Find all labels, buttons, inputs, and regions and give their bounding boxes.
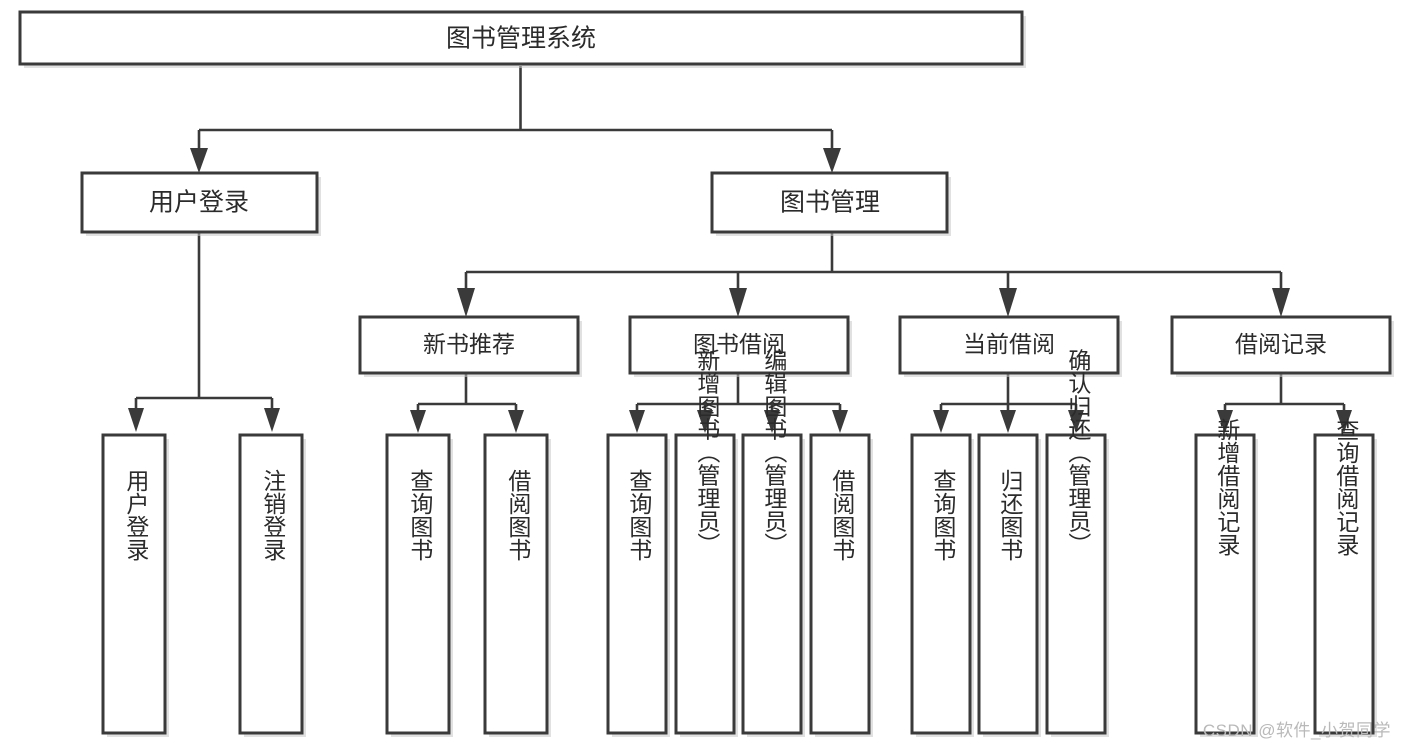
node-borrow-record-label: 借阅记录 <box>1235 331 1327 357</box>
leaf-newbook-query-book-label: 查询图书 <box>407 469 434 561</box>
node-current-borrow[interactable]: 当前借阅 <box>898 315 1122 377</box>
arrow-head-book-borrow <box>729 288 747 317</box>
leaf-bookborrow-edit-book[interactable]: 编辑图书（管理员） <box>741 349 805 738</box>
arrow-head-current-borrow <box>999 288 1017 317</box>
node-book-borrow-box <box>628 315 850 375</box>
arrow-head-borrow-record <box>1272 288 1290 317</box>
arrow-head-borrowrecord-leaf-1 <box>1217 410 1233 433</box>
leaf-logout-box <box>238 433 304 735</box>
node-book-borrow[interactable]: 图书借阅 <box>628 315 852 377</box>
arrow-head-borrowrecord-leaf-2 <box>1336 410 1352 433</box>
leaf-borrowrecord-add-record-box <box>1194 433 1256 735</box>
leaf-currentborrow-confirm-return-box <box>1045 433 1107 735</box>
node-book-manage[interactable]: 图书管理 <box>710 171 951 236</box>
leaf-bookborrow-borrow-book-box <box>809 433 871 735</box>
leaf-newbook-query-book[interactable]: 查询图书 <box>385 433 453 737</box>
arrow-head-book-manage <box>823 148 841 173</box>
leaf-bookborrow-query-book-label: 查询图书 <box>626 469 653 561</box>
node-user-login-label: 用户登录 <box>149 189 249 217</box>
node-user-login[interactable]: 用户登录 <box>80 171 321 236</box>
arrow-head-currentborrow-leaf-1 <box>933 410 949 433</box>
leaf-borrowrecord-add-record[interactable]: 新增借阅记录 <box>1194 418 1258 737</box>
arrow-head-user-login <box>190 148 208 173</box>
arrow-head-bookborrow-leaf-3 <box>764 410 780 433</box>
leaf-currentborrow-return-book-box <box>977 433 1039 735</box>
leaf-currentborrow-query-book[interactable]: 查询图书 <box>910 433 974 737</box>
connector-layer <box>128 66 1352 433</box>
arrow-head-leaf-user-login <box>128 408 144 432</box>
leaf-user-login-label: 用户登录 <box>123 469 150 561</box>
node-root-label: 图书管理系统 <box>446 25 596 53</box>
leaf-newbook-borrow-book-label: 借阅图书 <box>505 469 532 561</box>
leaf-currentborrow-confirm-return[interactable]: 确认归还（管理员） <box>1045 349 1109 738</box>
leaf-bookborrow-edit-book-box <box>741 433 803 735</box>
node-new-book-recommend[interactable]: 新书推荐 <box>358 315 582 377</box>
leaf-newbook-borrow-book-box <box>483 433 549 735</box>
leaf-user-login[interactable]: 用户登录 <box>101 433 169 737</box>
leaf-bookborrow-query-book-box <box>606 433 668 735</box>
arrow-head-currentborrow-leaf-3 <box>1068 410 1084 433</box>
arrow-head-newbook-leaf-2 <box>508 410 524 433</box>
leaf-bookborrow-add-book[interactable]: 新增图书（管理员） <box>674 349 738 738</box>
leaf-newbook-borrow-book[interactable]: 借阅图书 <box>483 433 551 737</box>
leaf-currentborrow-return-book-label: 归还图书 <box>997 469 1024 561</box>
leaf-currentborrow-query-book-label: 查询图书 <box>930 469 957 561</box>
arrow-head-bookborrow-leaf-4 <box>832 410 848 433</box>
node-current-borrow-box <box>898 315 1120 375</box>
arrow-head-currentborrow-leaf-2 <box>1000 410 1016 433</box>
leaf-currentborrow-query-book-box <box>910 433 972 735</box>
arrow-head-newbook-leaf-1 <box>410 410 426 433</box>
leaf-bookborrow-borrow-book[interactable]: 借阅图书 <box>809 433 873 737</box>
leaf-logout[interactable]: 注销登录 <box>238 433 306 737</box>
arrow-head-new-book <box>457 288 475 317</box>
node-borrow-record[interactable]: 借阅记录 <box>1170 315 1394 377</box>
node-root[interactable]: 图书管理系统 <box>18 10 1026 68</box>
leaf-borrowrecord-query-record[interactable]: 查询借阅记录 <box>1313 418 1377 737</box>
arrow-head-bookborrow-leaf-1 <box>629 410 645 433</box>
arrow-head-bookborrow-leaf-2 <box>697 410 713 433</box>
leaf-borrowrecord-query-record-label: 查询借阅记录 <box>1333 418 1360 556</box>
node-book-manage-label: 图书管理 <box>780 189 880 217</box>
leaf-bookborrow-add-book-box <box>674 433 736 735</box>
node-book-manage-box <box>710 171 949 234</box>
node-borrow-record-box <box>1170 315 1392 375</box>
leaf-currentborrow-confirm-return-label: 确认归还（管理员） <box>1065 349 1092 556</box>
node-new-book-recommend-label: 新书推荐 <box>423 331 515 357</box>
leaf-bookborrow-edit-book-label: 编辑图书（管理员） <box>761 349 788 556</box>
csdn-watermark: CSDN @软件_小贺同学 <box>1202 721 1391 740</box>
node-new-book-recommend-box <box>358 315 580 375</box>
leaf-bookborrow-borrow-book-label: 借阅图书 <box>829 469 856 561</box>
node-user-login-box <box>80 171 319 234</box>
leaf-bookborrow-query-book[interactable]: 查询图书 <box>606 433 670 737</box>
leaf-bookborrow-add-book-label: 新增图书（管理员） <box>694 349 721 556</box>
leaf-borrowrecord-add-record-label: 新增借阅记录 <box>1214 418 1241 556</box>
leaf-user-login-box <box>101 433 167 735</box>
node-book-borrow-label: 图书借阅 <box>693 331 785 357</box>
arrow-head-leaf-logout <box>264 408 280 432</box>
leaf-newbook-query-book-box <box>385 433 451 735</box>
node-current-borrow-label: 当前借阅 <box>963 331 1055 357</box>
leaf-borrowrecord-query-record-box <box>1313 433 1375 735</box>
leaf-logout-label: 注销登录 <box>260 469 287 561</box>
leaf-currentborrow-return-book[interactable]: 归还图书 <box>977 433 1041 737</box>
node-root-box <box>18 10 1024 66</box>
